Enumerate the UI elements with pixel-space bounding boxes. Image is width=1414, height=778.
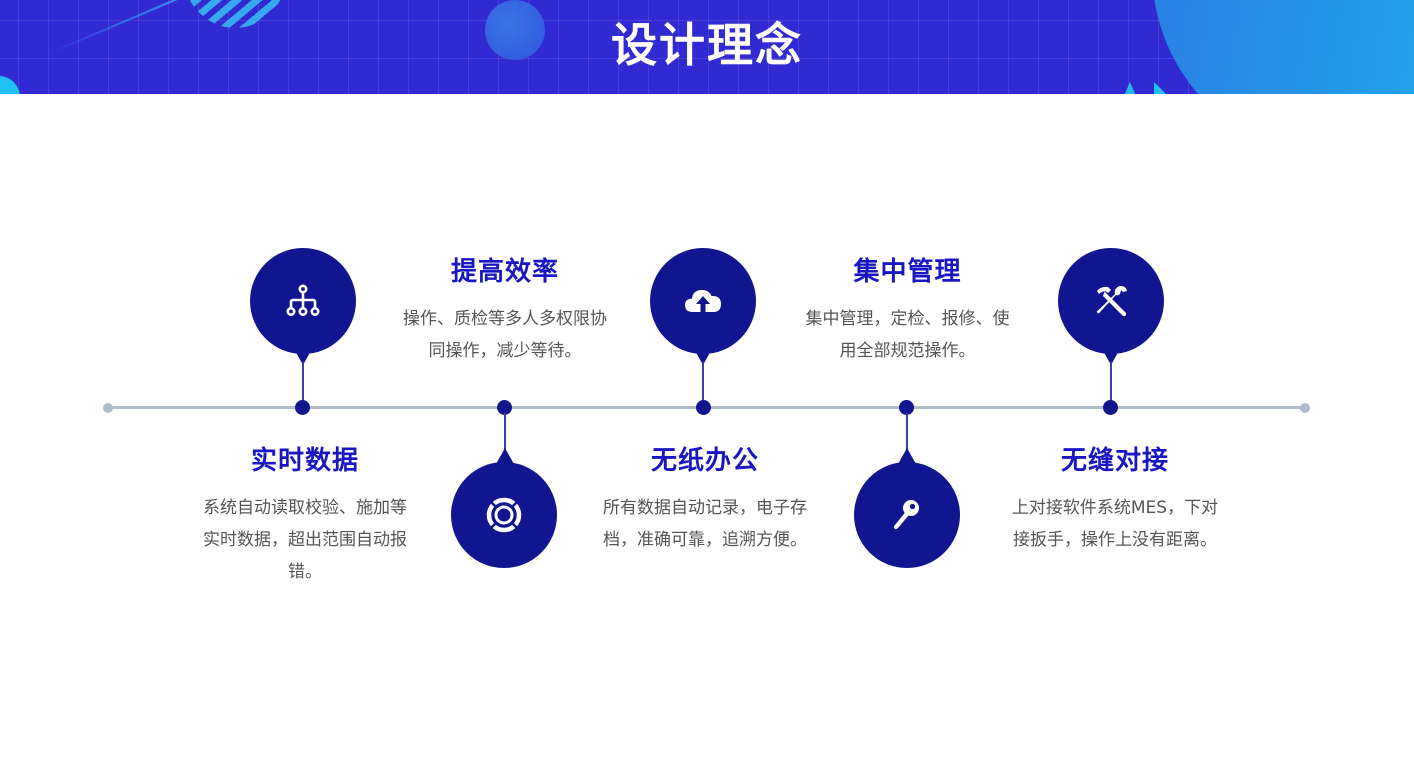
pin-tail [1102,349,1120,365]
bubble-decoration [485,0,545,60]
timeline-node [899,400,914,415]
timeline-node [295,400,310,415]
item-title: 无缝对接 [1060,446,1169,476]
lifebuoy-icon [486,497,522,533]
text-block: 无缝对接 上对接软件系统MES，下对 接扳手，操作上没有距离。 [990,444,1240,556]
pin-tail [496,448,514,464]
pin-tail [294,349,312,365]
connector-stem [504,413,506,453]
connector-stem [702,362,704,402]
pin-marker [650,248,756,354]
connector-stem [1110,362,1112,402]
pin-marker [854,462,960,568]
pin-marker [1058,248,1164,354]
key-icon [893,500,919,530]
item-title: 提高效率 [450,257,559,287]
text-block: 集中管理 集中管理，定检、报修、使 用全部规范操作。 [780,255,1035,367]
header-banner: 设计理念 [0,0,1414,94]
item-description: 集中管理，定检、报修、使 用全部规范操作。 [805,309,1010,361]
text-block: 实时数据 系统自动读取校验、施加等 实时数据，超出范围自动报 错。 [180,444,430,588]
pin-tail [898,448,916,464]
hierarchy-icon [286,284,320,316]
triangle-decoration [1154,82,1168,94]
large-gradient-circle-decoration [1152,0,1414,94]
item-description: 操作、质检等多人多权限协 同操作，减少等待。 [403,309,607,361]
pin-marker [451,462,557,568]
item-description: 上对接软件系统MES，下对 接扳手，操作上没有距离。 [1011,498,1219,550]
timeline-node [696,400,711,415]
item-title: 集中管理 [853,257,962,287]
triangle-decoration [1124,82,1136,94]
connector-stem [302,362,304,402]
timeline-start-dot [103,403,113,413]
text-block: 提高效率 操作、质检等多人多权限协 同操作，减少等待。 [380,255,630,367]
item-description: 所有数据自动记录，电子存 档，准确可靠，追溯方便。 [603,498,807,550]
tools-icon [1096,286,1127,317]
timeline-node [1103,400,1118,415]
pin-tail [694,349,712,365]
page-title: 设计理念 [611,18,803,72]
timeline-end-dot [1300,403,1310,413]
cloud-upload-icon [685,290,721,313]
pin-marker [250,248,356,354]
item-title: 实时数据 [250,446,359,476]
timeline-node [497,400,512,415]
item-title: 无纸办公 [650,446,759,476]
text-block: 无纸办公 所有数据自动记录，电子存 档，准确可靠，追溯方便。 [580,444,830,556]
item-description: 系统自动读取校验、施加等 实时数据，超出范围自动报 错。 [203,498,407,582]
connector-stem [906,413,908,453]
